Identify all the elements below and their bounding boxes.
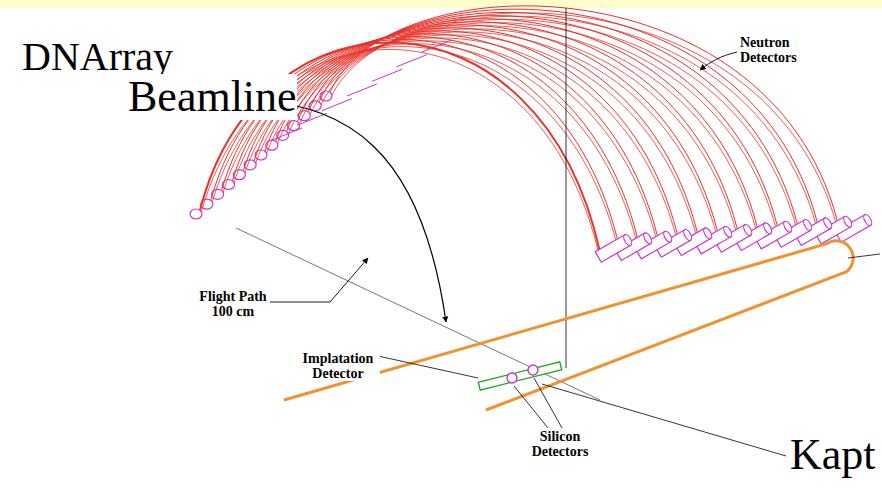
detector-brace	[372, 69, 402, 81]
callout-label: Kapt	[790, 432, 876, 478]
callout-label: Beamline	[128, 74, 297, 120]
photomultiplier	[190, 209, 202, 219]
beam-axis	[236, 228, 600, 400]
silicon-detector	[507, 373, 517, 383]
implantation-leader	[378, 356, 478, 378]
top-band	[0, 0, 882, 8]
neutron-detector-dome	[190, 6, 873, 262]
axis-line	[566, 8, 567, 368]
kapton-tube	[284, 241, 853, 410]
flight-path-leader	[268, 258, 368, 302]
detector-bar	[298, 23, 781, 244]
detector-brace	[347, 84, 377, 96]
detector-bar	[243, 38, 680, 252]
edge-leader	[848, 254, 880, 258]
detector-brace	[272, 128, 302, 140]
photomultiplier	[255, 150, 267, 160]
photomultiplier	[595, 233, 633, 262]
neutron-leader	[700, 52, 737, 70]
silicon-leader	[514, 386, 548, 428]
detector-brace	[297, 113, 327, 125]
part-label: Neutron Detectors	[740, 36, 820, 65]
detector-brace	[322, 99, 352, 111]
beamline-leader	[264, 100, 446, 322]
part-label: Implatation Detector	[296, 352, 380, 381]
diagram-title: DNArray	[22, 36, 173, 78]
photomultiplier	[266, 140, 278, 150]
part-label: Flight Path 100 cm	[196, 290, 270, 319]
detector-bar	[308, 19, 800, 242]
silicon-detector	[528, 365, 538, 375]
detector-brace	[397, 55, 427, 67]
part-label: Silicon Detectors	[520, 430, 600, 459]
